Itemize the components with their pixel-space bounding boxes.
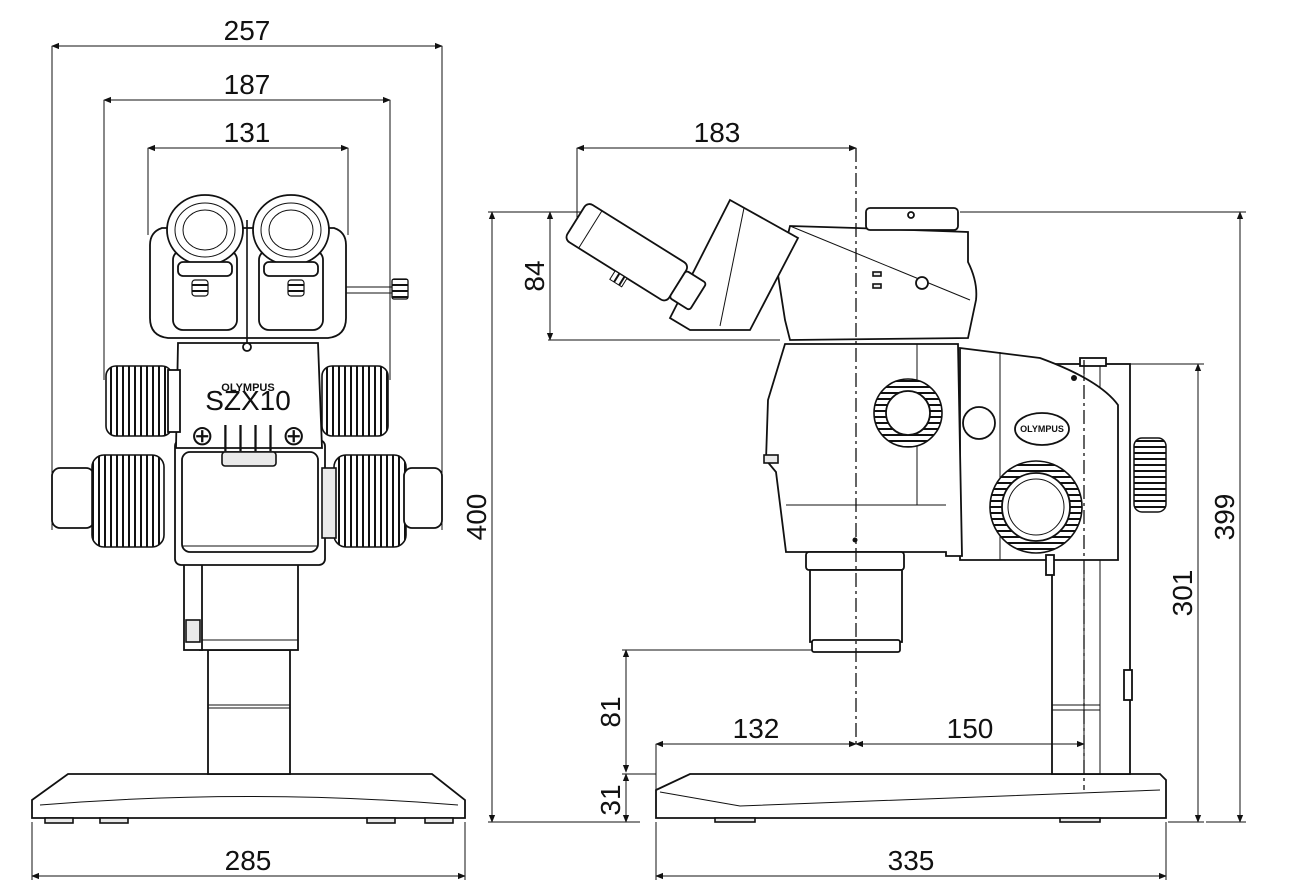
front-view: 257 187 131 (31, 15, 466, 880)
dim-label-84: 84 (519, 260, 550, 291)
front-base (31, 773, 466, 824)
body-logo: OLYMPUS (221, 382, 274, 394)
dim-81: 81 (595, 649, 812, 773)
front-focus-block (174, 439, 326, 566)
side-zoom-body (763, 343, 963, 557)
zoom-scale: ⊕ | | | | ⊕ (191, 420, 306, 451)
dim-257: 257 (51, 15, 443, 530)
front-pillar (183, 554, 299, 775)
dim-label-131: 131 (224, 117, 271, 148)
side-objective (805, 551, 905, 653)
dim-335: 335 (655, 822, 1167, 880)
body-model: SZX10 (205, 385, 291, 416)
dim-label-183: 183 (694, 117, 741, 148)
dim-label-81: 81 (595, 696, 626, 727)
dim-label-31: 31 (595, 784, 626, 815)
dim-label-187: 187 (224, 69, 271, 100)
dim-285: 285 (31, 822, 466, 880)
zoom-knob-left (105, 365, 181, 437)
side-view: 183 84 400 81 31 (461, 117, 1246, 880)
dim-400: 400 (461, 211, 640, 823)
dim-187: 187 (103, 69, 391, 380)
dim-131: 131 (147, 117, 349, 235)
focus-knob-right (321, 454, 443, 548)
dim-label-399: 399 (1209, 494, 1240, 541)
dim-399: 399 (960, 211, 1246, 823)
dim-301: 301 (1106, 363, 1204, 823)
dim-183: 183 (576, 117, 857, 222)
dim-label-335: 335 (888, 845, 935, 876)
dim-label-301: 301 (1167, 570, 1198, 617)
dim-label-257: 257 (224, 15, 271, 46)
eyepiece-left (166, 194, 244, 331)
side-eyepiece-tube (565, 198, 800, 331)
dim-31: 31 (595, 773, 656, 823)
zoom-knob-right (321, 365, 389, 437)
dim-132-150: 132 150 (655, 713, 1085, 790)
focus-knob-left (51, 454, 165, 548)
dim-84: 84 (519, 211, 780, 341)
dim-label-400: 400 (461, 494, 492, 541)
side-focus-knob (989, 460, 1083, 554)
dim-label-150: 150 (947, 713, 994, 744)
dim-label-285: 285 (225, 845, 272, 876)
front-zoom-body: OLYMPUS SZX10 ⊕ | | | | ⊕ (175, 342, 323, 451)
side-head (777, 207, 978, 341)
side-base (655, 773, 1167, 823)
arm-logo: OLYMPUS (1020, 424, 1064, 434)
dim-label-132: 132 (733, 713, 780, 744)
eyepiece-right (252, 194, 330, 331)
